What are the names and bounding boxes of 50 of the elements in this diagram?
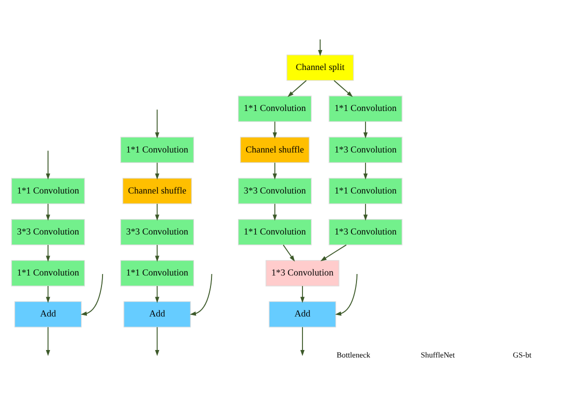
node-box: 1*1 Convolution <box>11 178 85 204</box>
arrow <box>334 80 353 97</box>
arrow <box>300 326 305 356</box>
arrow <box>363 121 368 139</box>
node-box: 3*3 Convolution <box>120 219 194 246</box>
arrow <box>320 244 347 262</box>
node-box: 1*1 Convolution <box>120 260 194 286</box>
arrow <box>46 203 50 221</box>
node-box: 1*1 Convolution <box>238 219 312 246</box>
node-box: 1*1 Convolution <box>328 178 402 204</box>
label: ShuffleNet <box>420 350 455 360</box>
node-box: 1*1 Convolution <box>328 96 402 122</box>
node-box: 1*1 Convolution <box>238 96 312 122</box>
arrow <box>46 244 50 262</box>
arrow <box>46 286 50 303</box>
arrow <box>190 274 212 316</box>
node-box: 1*1 Convolution <box>120 136 194 163</box>
label: Bottleneck <box>336 350 370 360</box>
node-box: 1*3 Convolution <box>328 219 402 246</box>
arrow <box>272 162 277 180</box>
node-box: 1*1 Convolution <box>11 260 85 286</box>
node-box: 1*3 Convolution <box>266 260 340 286</box>
arrow <box>335 274 358 316</box>
arrow <box>300 286 305 303</box>
node-box: Channel shuffle <box>240 136 310 163</box>
node-box: 1*3 Convolution <box>328 136 402 163</box>
arrow <box>155 244 160 262</box>
node-box: Channel split <box>286 54 354 81</box>
arrow <box>272 121 277 139</box>
node-box: Add <box>268 301 336 328</box>
node-box: Add <box>14 301 82 328</box>
arrow <box>155 162 160 180</box>
node-box: 3*3 Convolution <box>11 219 85 246</box>
arrow <box>155 109 160 138</box>
arrow <box>363 203 368 221</box>
arrow <box>318 38 322 56</box>
arrow <box>46 326 50 356</box>
arrow <box>363 162 368 180</box>
label: GS-bt <box>512 350 532 360</box>
node-box: Channel shuffle <box>122 178 192 204</box>
node-box: 3*3 Convolution <box>238 178 312 204</box>
arrow <box>80 274 104 316</box>
arrow <box>155 203 160 221</box>
node-box: Add <box>124 301 191 328</box>
arrow <box>155 326 160 356</box>
arrow <box>46 150 50 180</box>
arrow <box>282 244 295 262</box>
arrow <box>155 286 160 303</box>
arrow <box>288 80 307 97</box>
arrow <box>272 203 277 221</box>
